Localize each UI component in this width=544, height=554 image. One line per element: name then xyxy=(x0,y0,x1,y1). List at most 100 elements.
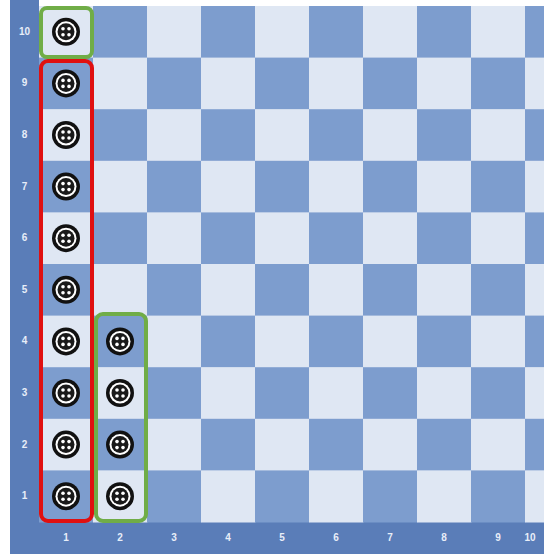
board-square xyxy=(201,419,256,471)
board-square xyxy=(39,367,94,419)
row-number: 4 xyxy=(22,336,28,346)
column-number: 9 xyxy=(495,533,501,543)
button-piece xyxy=(52,431,80,459)
axis-strip xyxy=(10,522,544,554)
board-square xyxy=(201,367,256,419)
board-square xyxy=(525,367,544,419)
board-square xyxy=(417,212,472,264)
board-square xyxy=(363,58,418,110)
board-square xyxy=(93,212,148,264)
board-square xyxy=(471,367,526,419)
column-number: 8 xyxy=(441,533,447,543)
row-number: 1 xyxy=(22,491,28,501)
board-square xyxy=(39,58,94,110)
button-piece xyxy=(52,173,80,201)
board-square xyxy=(93,58,148,110)
column-number: 1 xyxy=(63,533,69,543)
board-square xyxy=(39,419,94,471)
board-square xyxy=(147,109,202,161)
board-square xyxy=(525,58,544,110)
board-square xyxy=(201,264,256,316)
board-square xyxy=(39,6,94,58)
button-piece xyxy=(106,379,134,407)
board-square xyxy=(309,109,364,161)
board-square xyxy=(201,109,256,161)
column-number: 2 xyxy=(117,533,123,543)
board-square xyxy=(147,6,202,58)
board-square xyxy=(417,6,472,58)
board-square xyxy=(147,58,202,110)
group-outline xyxy=(41,8,92,57)
row-number: 10 xyxy=(19,27,30,37)
column-number: 5 xyxy=(279,533,285,543)
board-square xyxy=(525,212,544,264)
board-square xyxy=(93,264,148,316)
board-square xyxy=(147,161,202,213)
board-square xyxy=(147,212,202,264)
board-square xyxy=(309,58,364,110)
board-square xyxy=(201,58,256,110)
board-square xyxy=(363,316,418,368)
board-square xyxy=(471,109,526,161)
board-square xyxy=(39,470,94,522)
board-square xyxy=(147,419,202,471)
board-square xyxy=(255,419,310,471)
board-square xyxy=(93,109,148,161)
board-square xyxy=(255,58,310,110)
board-square xyxy=(39,212,94,264)
board-square xyxy=(363,367,418,419)
board-square xyxy=(255,212,310,264)
board-square xyxy=(201,212,256,264)
board-square xyxy=(363,212,418,264)
button-piece xyxy=(52,224,80,252)
button-piece xyxy=(52,69,80,97)
board-square xyxy=(363,419,418,471)
board-square xyxy=(417,316,472,368)
board-square xyxy=(309,161,364,213)
board-square xyxy=(417,470,472,522)
button-piece xyxy=(106,482,134,510)
board-square xyxy=(471,419,526,471)
board-square xyxy=(471,58,526,110)
board-square xyxy=(471,264,526,316)
board-square xyxy=(309,470,364,522)
board-square xyxy=(363,6,418,58)
board-square xyxy=(417,161,472,213)
button-piece xyxy=(52,121,80,149)
row-number: 2 xyxy=(22,440,28,450)
row-number: 9 xyxy=(22,78,28,88)
board-square xyxy=(309,212,364,264)
board-square xyxy=(471,212,526,264)
board-square xyxy=(309,264,364,316)
button-piece xyxy=(52,18,80,46)
board-square xyxy=(39,264,94,316)
board-square xyxy=(525,419,544,471)
button-piece xyxy=(52,276,80,304)
board-square xyxy=(471,470,526,522)
board-square xyxy=(147,264,202,316)
board-square xyxy=(417,58,472,110)
group-outline xyxy=(41,61,92,521)
board-square xyxy=(201,161,256,213)
board-square xyxy=(525,316,544,368)
board-square xyxy=(39,109,94,161)
board-square xyxy=(309,6,364,58)
board-square xyxy=(309,419,364,471)
button-piece xyxy=(52,482,80,510)
board-square xyxy=(255,264,310,316)
board-square xyxy=(417,367,472,419)
row-number: 3 xyxy=(22,388,28,398)
button-piece xyxy=(106,327,134,355)
column-number: 3 xyxy=(171,533,177,543)
board-square xyxy=(471,6,526,58)
board-square xyxy=(201,6,256,58)
board-square xyxy=(525,470,544,522)
group-outline xyxy=(96,314,146,521)
board-square xyxy=(525,109,544,161)
board-square xyxy=(255,367,310,419)
row-number: 5 xyxy=(22,285,28,295)
board-square xyxy=(417,264,472,316)
board-square xyxy=(93,470,148,522)
column-number: 10 xyxy=(524,533,535,543)
board-square xyxy=(255,316,310,368)
